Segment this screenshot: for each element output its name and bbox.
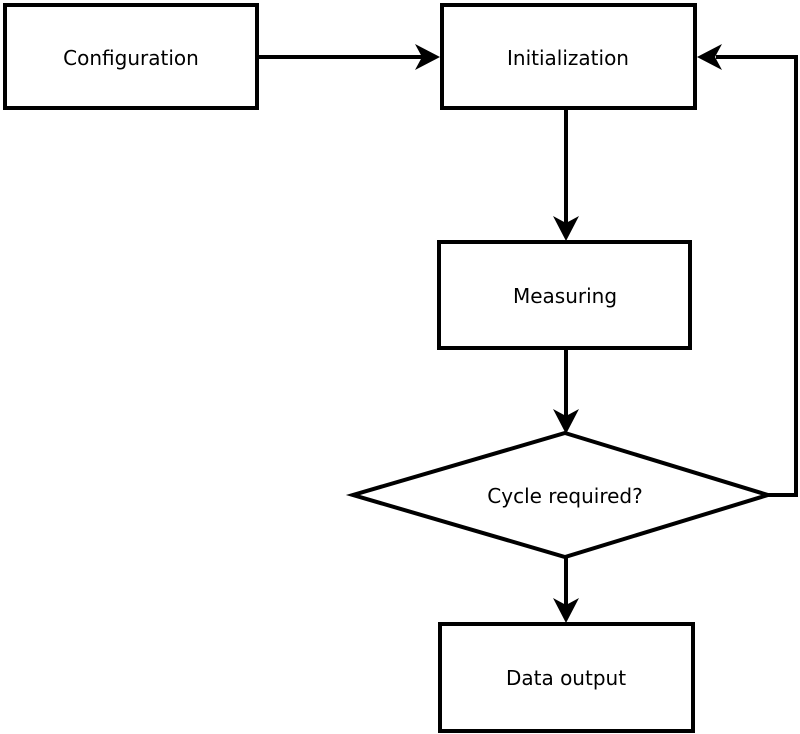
node-configuration-box — [3, 3, 259, 110]
edge-line — [716, 55, 798, 497]
edge-cycle-required-data-output — [553, 556, 579, 623]
node-cycle-required-label: Cycle required? — [487, 484, 642, 508]
node-measuring-box — [437, 240, 692, 350]
node-initialization-label: Initialization — [507, 46, 629, 70]
arrowhead-down-icon — [553, 216, 579, 241]
node-data-output-box — [438, 622, 695, 733]
node-data-output-label: Data output — [506, 666, 626, 690]
node-initialization-box — [440, 3, 697, 110]
arrowhead-down-icon — [553, 598, 579, 623]
node-cycle-required-diamond — [345, 430, 775, 560]
arrowhead-right-icon — [415, 44, 440, 70]
node-configuration: Configuration — [3, 3, 259, 110]
edge-initialization-measuring — [553, 108, 579, 241]
node-initialization: Initialization — [440, 3, 697, 110]
node-measuring-label: Measuring — [513, 284, 617, 308]
edge-configuration-initialization — [257, 44, 440, 70]
node-measuring: Measuring — [437, 240, 692, 350]
edge-cycle-required-initialization-feedback — [697, 44, 798, 497]
node-cycle-required: Cycle required? — [345, 430, 775, 560]
arrowhead-down-icon — [553, 409, 579, 434]
node-data-output: Data output — [438, 622, 695, 733]
edge-measuring-cycle-required — [553, 348, 579, 434]
node-configuration-label: Configuration — [63, 46, 199, 70]
arrowhead-left-icon — [697, 44, 722, 70]
